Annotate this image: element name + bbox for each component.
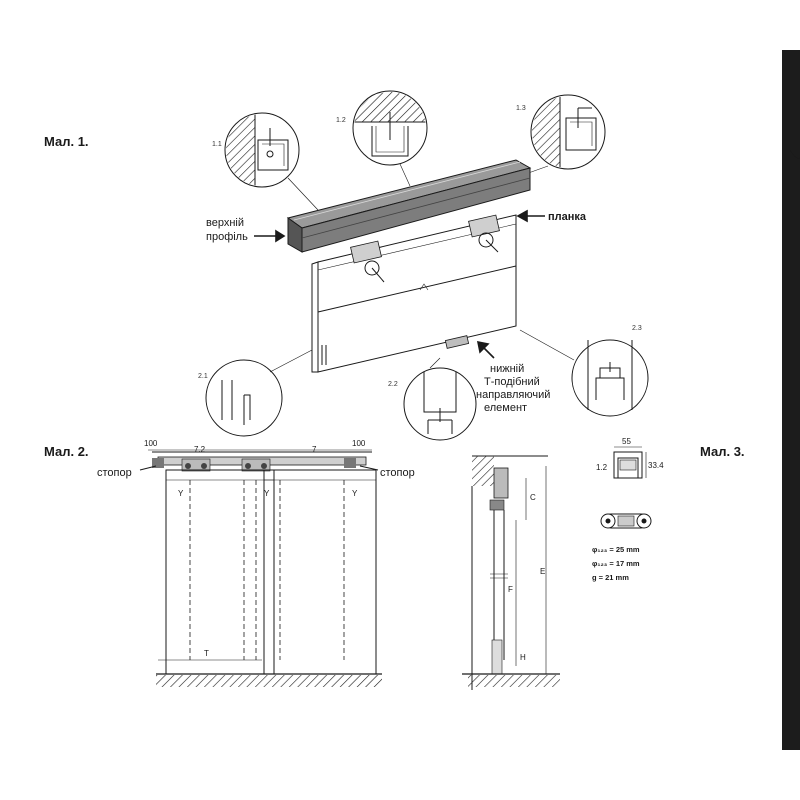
fig2-dim-left: 100	[144, 439, 158, 448]
fig3-d1: φ₁₂₃ = 25 mm	[592, 545, 640, 554]
page-edge-strip	[782, 50, 800, 750]
svg-text:55: 55	[622, 437, 631, 446]
side-dim-f: F	[508, 585, 513, 594]
fig2-label: Мал. 2.	[44, 444, 89, 459]
fig2-dim-span-a: 7.2	[194, 445, 206, 454]
roller-carriage-right	[468, 214, 500, 253]
fig2-doors	[158, 469, 377, 675]
fig3-d2: φ₁₂₃ = 17 mm	[592, 559, 640, 568]
fig3-roller	[600, 513, 652, 529]
page-edge-mark	[789, 149, 800, 159]
arrow-bottom-guide	[476, 340, 495, 359]
detail-2-1: 2.1	[198, 349, 313, 437]
side-dim-e: E	[540, 567, 545, 576]
fig3-label: Мал. 3.	[700, 444, 745, 459]
leader-1-2	[399, 163, 411, 187]
side-section	[462, 455, 560, 690]
callout-top-profile-2: профіль	[206, 231, 248, 243]
fig3-d3: g = 21 mm	[592, 573, 629, 582]
svg-text:1.2: 1.2	[596, 463, 608, 472]
detail-1-3: 1.3	[516, 94, 606, 170]
svg-text:1.1: 1.1	[212, 141, 222, 148]
side-dim-h: H	[520, 653, 526, 662]
arrow-stop-left	[139, 465, 157, 471]
fig2-t: T	[204, 649, 209, 658]
detail-1-1: 1.1	[212, 112, 300, 188]
svg-text:33.4: 33.4	[648, 461, 664, 470]
callout-bottom-3: направляючий	[476, 389, 550, 401]
detail-1-2: 1.2	[336, 90, 428, 166]
top-profile-rail	[286, 159, 532, 253]
fig2-y3: Y	[352, 489, 358, 498]
callout-bottom-4: елемент	[484, 402, 527, 414]
callout-bottom-2: Т-подібний	[484, 376, 540, 388]
fig2-floor	[156, 673, 382, 687]
callout-plank: планка	[548, 211, 587, 223]
arrow-top-profile	[254, 229, 286, 243]
svg-text:2.2: 2.2	[388, 381, 398, 388]
fig2-stop-right: стопор	[380, 467, 415, 479]
roller-carriage-left	[350, 240, 385, 283]
fig2-dim-span-b: 7	[312, 445, 317, 454]
side-dim-c: C	[530, 493, 536, 502]
arrow-stop-right	[359, 465, 379, 471]
fig2-y1: Y	[178, 489, 184, 498]
fig2-top-rail	[152, 451, 372, 472]
arrow-plank	[516, 209, 545, 223]
svg-text:1.3: 1.3	[516, 105, 526, 112]
svg-text:1.2: 1.2	[336, 117, 346, 124]
detail-2-3: 2.3	[519, 325, 649, 417]
fig2-y2: Y	[264, 489, 270, 498]
leader-1-1	[287, 177, 319, 211]
fig1-label: Мал. 1.	[44, 134, 89, 149]
detail-2-2: 2.2	[388, 357, 477, 441]
fig2-stop-left: стопор	[97, 467, 132, 479]
callout-bottom-1: нижній	[490, 363, 524, 375]
callout-top-profile-1: верхній	[206, 217, 244, 229]
fig2-dim-right: 100	[352, 439, 366, 448]
svg-text:2.3: 2.3	[632, 325, 642, 332]
fig3-profile-section: 1.2 55 33.4	[596, 437, 664, 479]
bottom-guide-element	[444, 335, 470, 349]
svg-text:2.1: 2.1	[198, 373, 208, 380]
